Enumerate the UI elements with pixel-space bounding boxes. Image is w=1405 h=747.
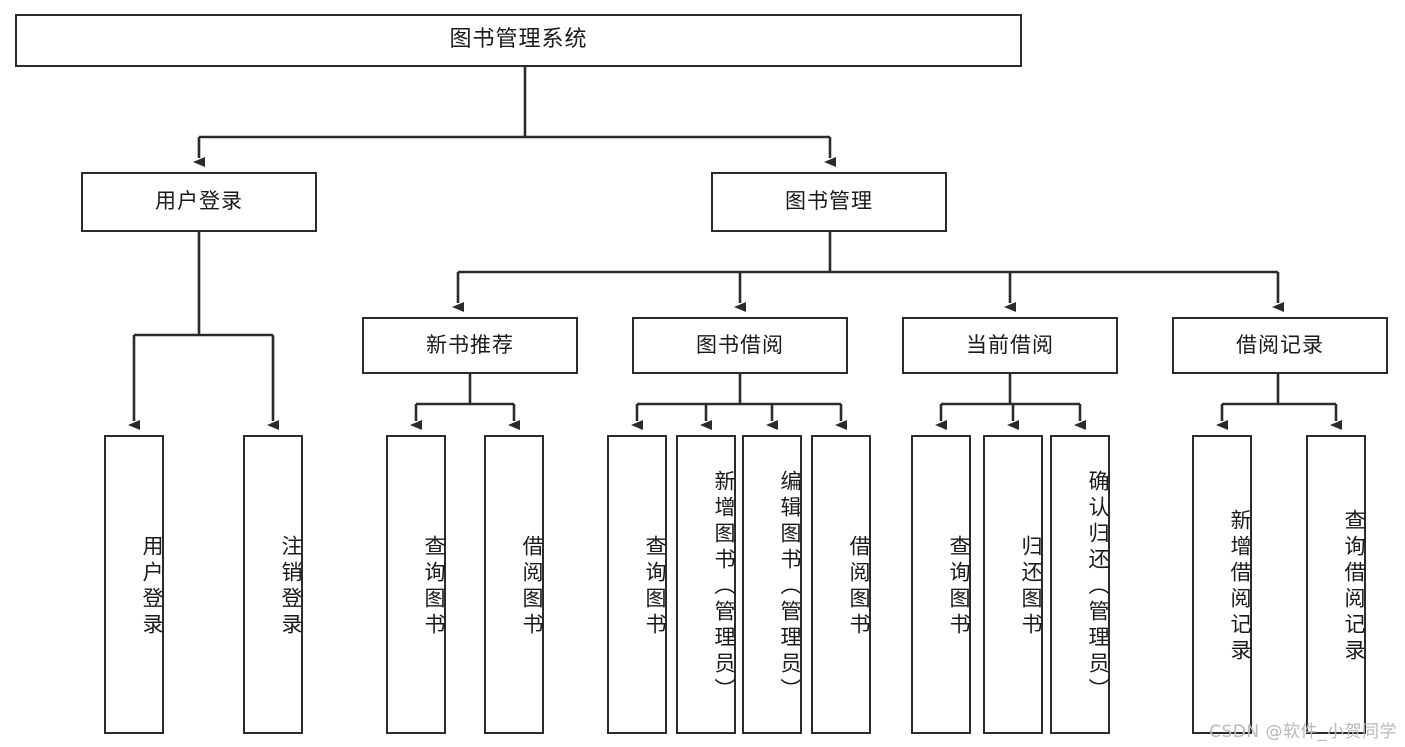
node-root[interactable]: 图书管理系统	[15, 14, 1022, 67]
node-root-label: 图书管理系统	[449, 27, 588, 53]
node-leaf-query-book-cb[interactable]: 查询图书	[911, 435, 971, 734]
node-leaf-return-book[interactable]: 归还图书	[983, 435, 1043, 734]
node-leaf-borrow-book-nbr[interactable]: 借阅图书	[484, 435, 544, 734]
node-book-management[interactable]: 图书管理	[711, 172, 947, 232]
node-book-borrowing-label: 图书借阅	[696, 332, 784, 357]
node-new-book-recommendation[interactable]: 新书推荐	[362, 317, 578, 374]
node-leaf-add-book-admin[interactable]: 新增图书（管理员）	[676, 435, 736, 734]
node-new-book-recommendation-label: 新书推荐	[426, 332, 514, 357]
node-leaf-borrow-book-nbr-label: 借阅图书	[520, 534, 544, 639]
node-leaf-user-login-label: 用户登录	[140, 534, 164, 639]
node-leaf-query-borrow-record-label: 查询借阅记录	[1342, 508, 1366, 665]
node-user-login-label: 用户登录	[155, 189, 243, 214]
node-user-login[interactable]: 用户登录	[81, 172, 317, 232]
node-leaf-add-borrow-record[interactable]: 新增借阅记录	[1192, 435, 1252, 734]
node-leaf-query-book-nbr-label: 查询图书	[422, 534, 446, 639]
node-leaf-query-book-nbr[interactable]: 查询图书	[386, 435, 446, 734]
node-leaf-confirm-return-admin[interactable]: 确认归还（管理员）	[1050, 435, 1110, 734]
node-leaf-add-book-admin-label: 新增图书（管理员）	[712, 469, 736, 704]
node-book-management-label: 图书管理	[785, 189, 873, 214]
node-current-borrowing[interactable]: 当前借阅	[902, 317, 1118, 374]
node-leaf-query-book-cb-label: 查询图书	[947, 534, 971, 639]
node-leaf-return-book-label: 归还图书	[1019, 534, 1043, 639]
node-leaf-query-book-bb[interactable]: 查询图书	[607, 435, 667, 734]
node-leaf-edit-book-admin[interactable]: 编辑图书（管理员）	[742, 435, 802, 734]
node-book-borrowing[interactable]: 图书借阅	[632, 317, 848, 374]
node-leaf-borrow-book-bb-label: 借阅图书	[847, 534, 871, 639]
node-leaf-logout-label: 注销登录	[279, 534, 303, 639]
csdn-watermark: CSDN @软件_小贺同学	[1209, 722, 1397, 742]
node-borrowing-record[interactable]: 借阅记录	[1172, 317, 1388, 374]
node-leaf-query-borrow-record[interactable]: 查询借阅记录	[1306, 435, 1366, 734]
node-leaf-logout[interactable]: 注销登录	[243, 435, 303, 734]
node-leaf-user-login[interactable]: 用户登录	[104, 435, 164, 734]
node-leaf-add-borrow-record-label: 新增借阅记录	[1228, 508, 1252, 665]
node-leaf-borrow-book-bb[interactable]: 借阅图书	[811, 435, 871, 734]
node-leaf-query-book-bb-label: 查询图书	[643, 534, 667, 639]
node-current-borrowing-label: 当前借阅	[966, 332, 1054, 357]
node-leaf-edit-book-admin-label: 编辑图书（管理员）	[778, 469, 802, 704]
node-borrowing-record-label: 借阅记录	[1236, 332, 1324, 357]
node-leaf-confirm-return-admin-label: 确认归还（管理员）	[1086, 469, 1110, 704]
